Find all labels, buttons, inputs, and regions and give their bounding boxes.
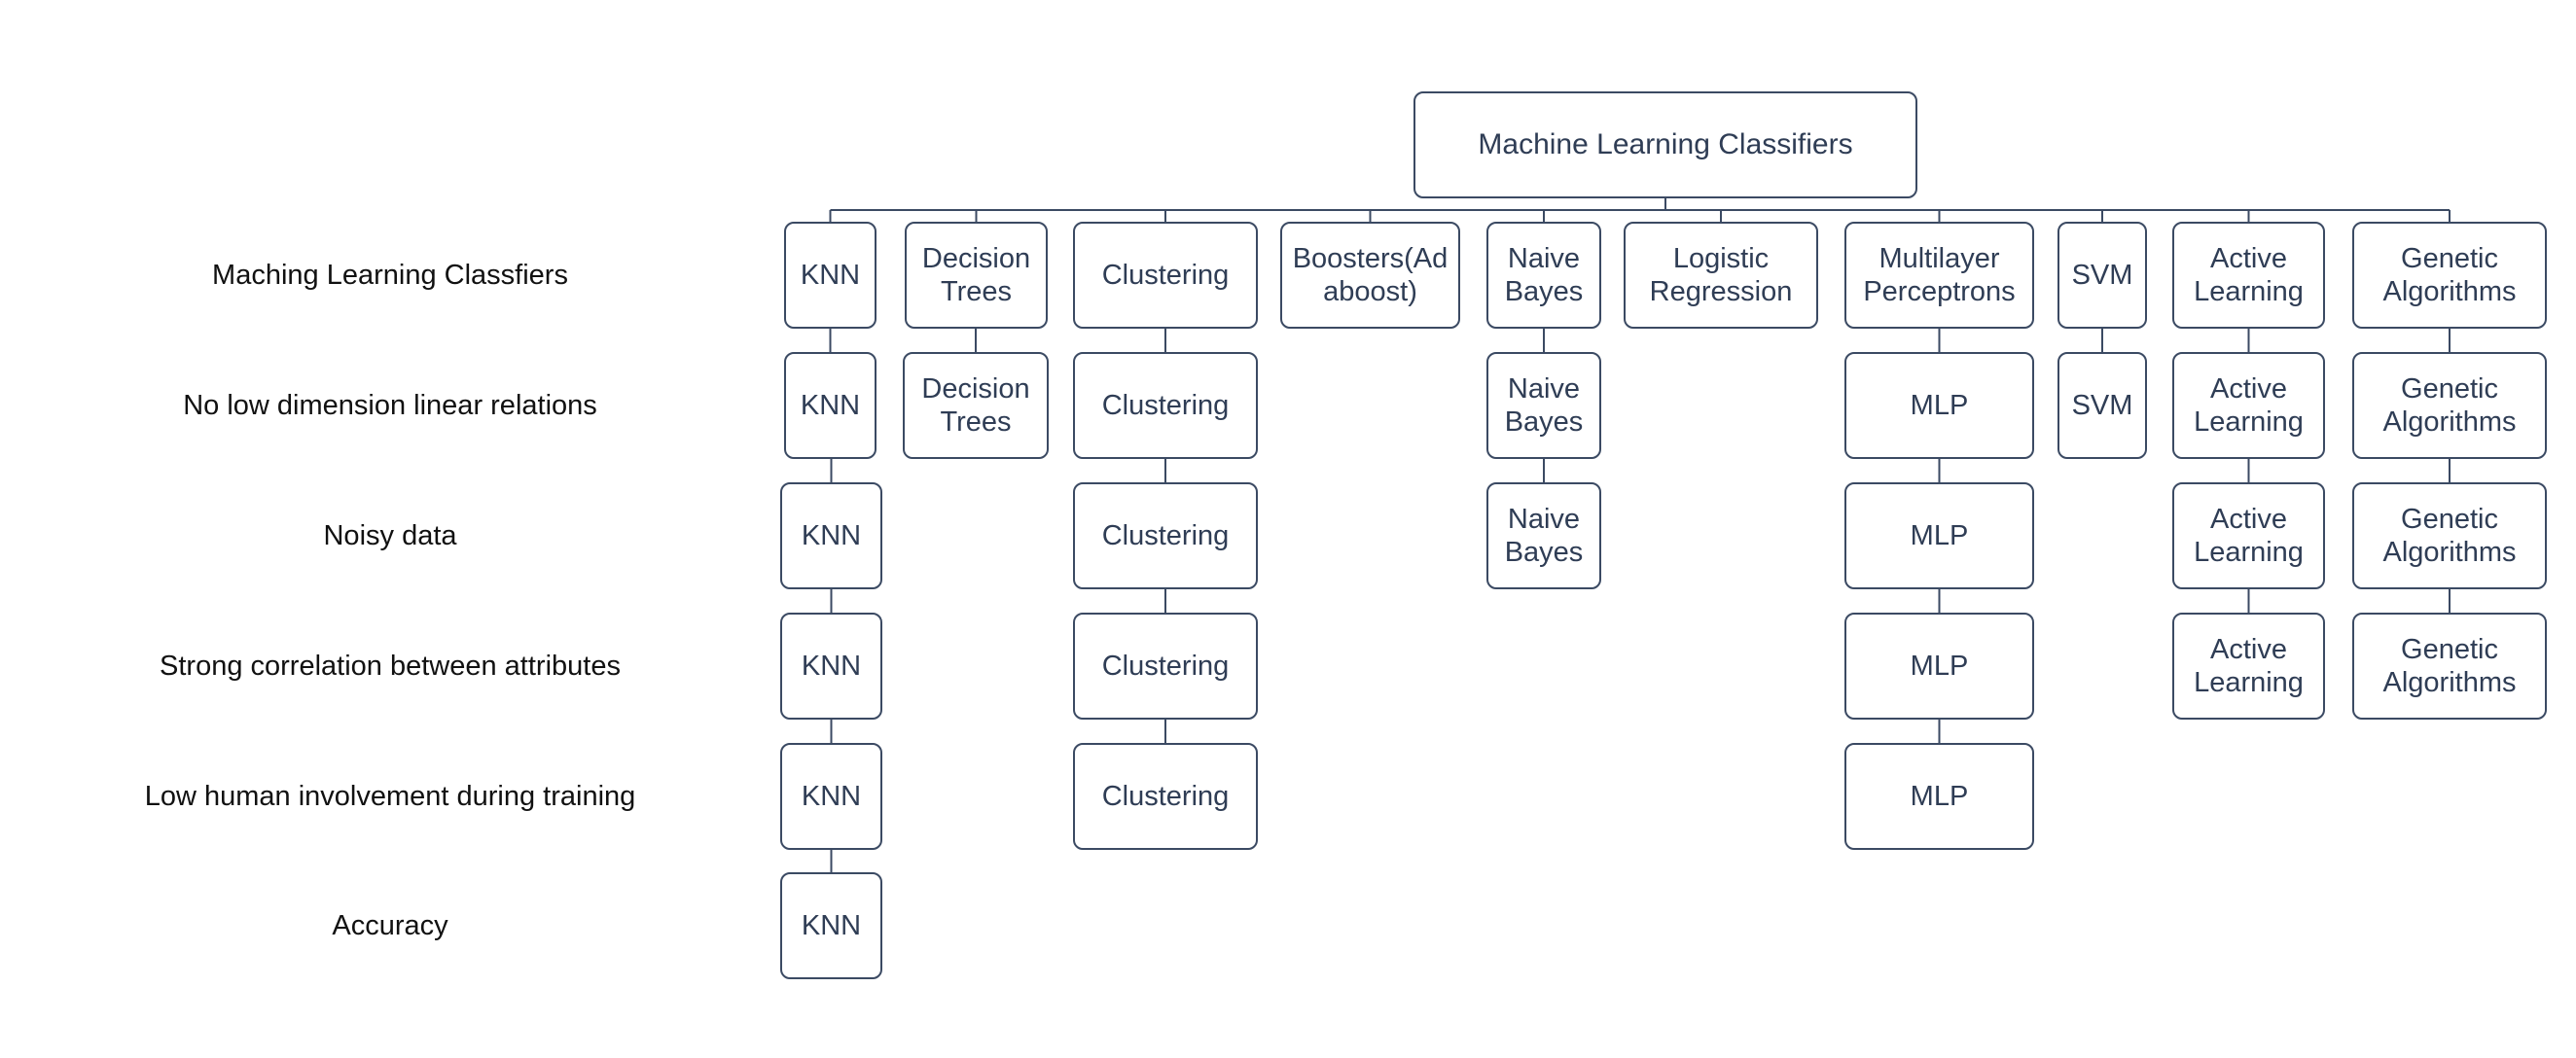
naive-bayes-node: Naive Bayes — [1486, 222, 1601, 329]
active-learning-node: Active Learning — [2172, 222, 2325, 329]
row-label-2: No low dimension linear relations — [183, 390, 597, 421]
genetic-algorithms-node: Genetic Algorithms — [2352, 222, 2547, 329]
mlp-node-label: MLP — [1910, 390, 1969, 421]
svm-node: SVM — [2057, 222, 2147, 329]
svm-node: SVM — [2057, 352, 2147, 459]
naive-bayes-node-label: Naive Bayes — [1504, 373, 1584, 438]
decision-trees-node: Decision Trees — [905, 222, 1048, 329]
svm-node-label: SVM — [2071, 260, 2133, 291]
knn-node-label: KNN — [801, 520, 862, 551]
naive-bayes-node-label: Naive Bayes — [1504, 504, 1584, 568]
knn-node: KNN — [780, 613, 882, 720]
svm-node-label: SVM — [2071, 390, 2133, 421]
genetic-algorithms-node: Genetic Algorithms — [2352, 613, 2547, 720]
root-node: Machine Learning Classifiers — [1413, 91, 1917, 198]
root-node-label: Machine Learning Classifiers — [1478, 128, 1853, 160]
row-label-1: Maching Learning Classfiers — [212, 260, 568, 291]
naive-bayes-node: Naive Bayes — [1486, 482, 1601, 589]
clustering-node: Clustering — [1073, 222, 1258, 329]
clustering-node-label: Clustering — [1101, 390, 1230, 421]
knn-node: KNN — [784, 352, 877, 459]
mlp-node: MLP — [1844, 613, 2034, 720]
clustering-node-label: Clustering — [1101, 781, 1230, 812]
logistic-regression-node: Logistic Regression — [1624, 222, 1818, 329]
active-learning-node-label: Active Learning — [2194, 634, 2304, 698]
boosters-node-label: Boosters(Ad aboost) — [1292, 243, 1449, 307]
clustering-node: Clustering — [1073, 743, 1258, 850]
row-label-5: Low human involvement during training — [144, 781, 636, 812]
mlp-node-label: MLP — [1910, 651, 1969, 682]
naive-bayes-node: Naive Bayes — [1486, 352, 1601, 459]
mlp-node-label: MLP — [1910, 781, 1969, 812]
mlp-node: MLP — [1844, 352, 2034, 459]
genetic-algorithms-node-label: Genetic Algorithms — [2382, 243, 2517, 307]
knn-node-label: KNN — [801, 781, 862, 812]
clustering-node-label: Clustering — [1101, 651, 1230, 682]
logistic-regression-node-label: Logistic Regression — [1649, 243, 1793, 307]
decision-trees-node-label: Decision Trees — [921, 243, 1031, 307]
clustering-node-label: Clustering — [1101, 260, 1230, 291]
active-learning-node-label: Active Learning — [2194, 373, 2304, 438]
knn-node-label: KNN — [801, 651, 862, 682]
boosters-node: Boosters(Ad aboost) — [1280, 222, 1460, 329]
mlp-node: Multilayer Perceptrons — [1844, 222, 2034, 329]
clustering-node-label: Clustering — [1101, 520, 1230, 551]
mlp-node: MLP — [1844, 482, 2034, 589]
knn-node: KNN — [784, 222, 877, 329]
mlp-node: MLP — [1844, 743, 2034, 850]
row-label-6: Accuracy — [332, 910, 448, 941]
clustering-node: Clustering — [1073, 352, 1258, 459]
genetic-algorithms-node: Genetic Algorithms — [2352, 482, 2547, 589]
decision-trees-node-label: Decision Trees — [921, 373, 1030, 438]
active-learning-node: Active Learning — [2172, 613, 2325, 720]
genetic-algorithms-node-label: Genetic Algorithms — [2382, 634, 2517, 698]
row-label-3: Noisy data — [323, 520, 457, 551]
mlp-node-label: MLP — [1910, 520, 1969, 551]
naive-bayes-node-label: Naive Bayes — [1504, 243, 1584, 307]
genetic-algorithms-node-label: Genetic Algorithms — [2382, 504, 2517, 568]
active-learning-node-label: Active Learning — [2194, 243, 2304, 307]
knn-node-label: KNN — [800, 260, 861, 291]
clustering-node: Clustering — [1073, 613, 1258, 720]
active-learning-node: Active Learning — [2172, 482, 2325, 589]
decision-trees-node: Decision Trees — [903, 352, 1049, 459]
knn-node-label: KNN — [800, 390, 861, 421]
knn-node-label: KNN — [801, 910, 862, 941]
active-learning-node-label: Active Learning — [2194, 504, 2304, 568]
active-learning-node: Active Learning — [2172, 352, 2325, 459]
clustering-node: Clustering — [1073, 482, 1258, 589]
genetic-algorithms-node-label: Genetic Algorithms — [2382, 373, 2517, 438]
row-label-4: Strong correlation between attributes — [160, 651, 621, 682]
knn-node: KNN — [780, 482, 882, 589]
knn-node: KNN — [780, 743, 882, 850]
mlp-node-label: Multilayer Perceptrons — [1863, 243, 2016, 307]
genetic-algorithms-node: Genetic Algorithms — [2352, 352, 2547, 459]
knn-node: KNN — [780, 872, 882, 979]
